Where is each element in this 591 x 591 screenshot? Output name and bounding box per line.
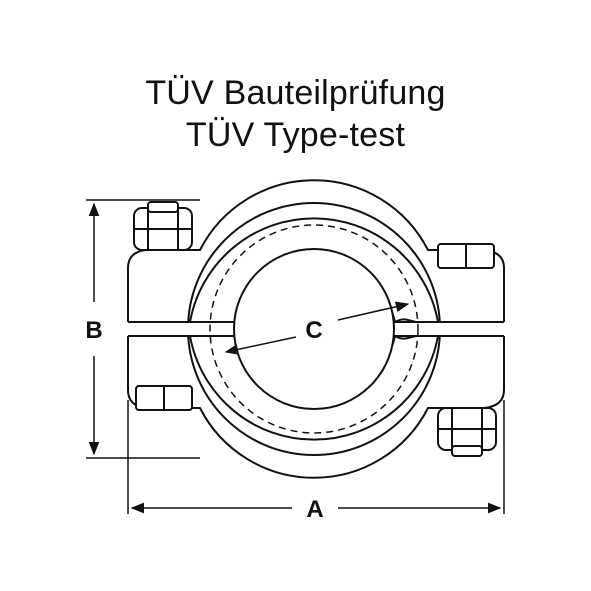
dimension-b-label: B <box>85 317 102 344</box>
dimension-a-label: A <box>306 496 323 523</box>
groove-dashed-circle <box>209 224 419 434</box>
dimension-c-label: C <box>305 317 322 344</box>
title-line-german: TÜV Bauteilprüfung <box>145 74 446 112</box>
title-block: TÜV Bauteilprüfung TÜV Type-test <box>0 72 591 156</box>
dimension-c-line-right <box>337 301 410 321</box>
dimension-c-line-left <box>224 336 297 355</box>
title-line-english: TÜV Type-test <box>185 116 406 154</box>
